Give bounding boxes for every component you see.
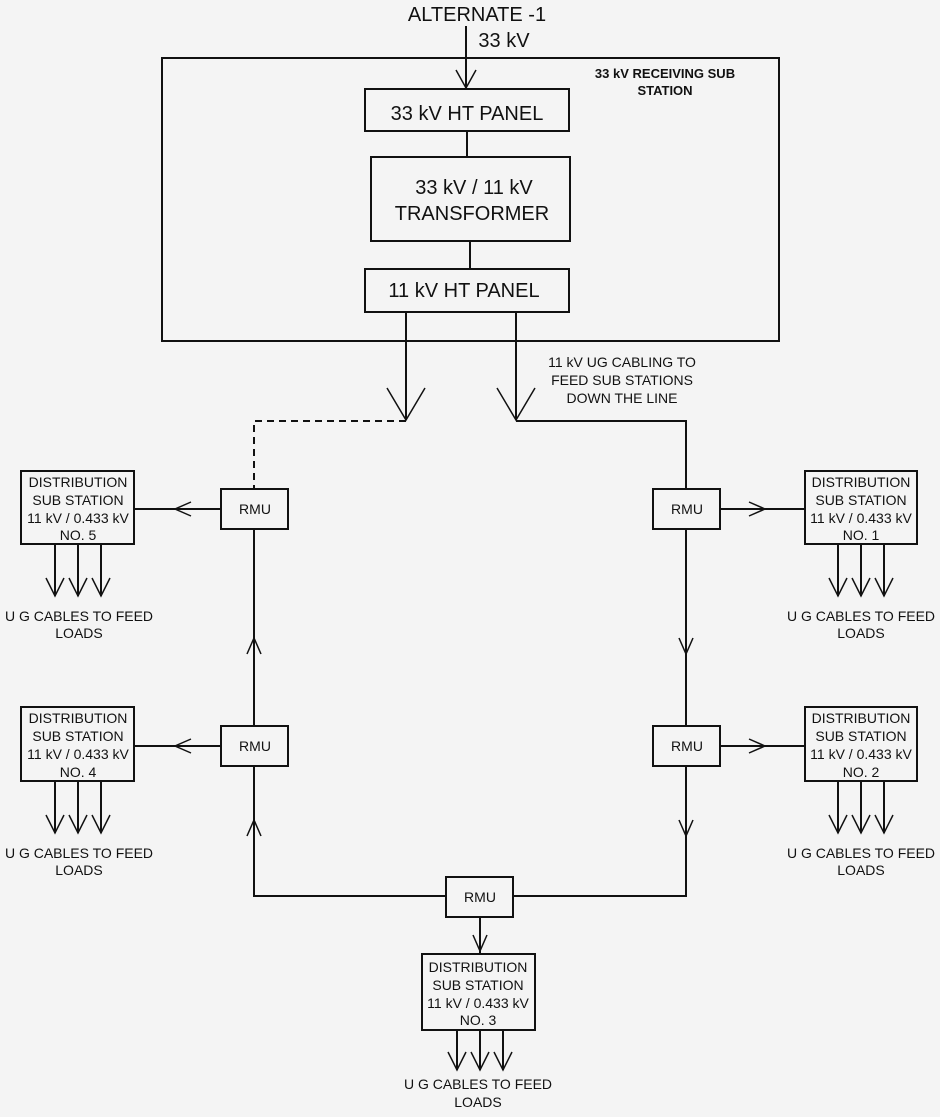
ring-right-top-line: [516, 420, 687, 489]
rmu3-dss3-arrow: [472, 934, 488, 953]
ring-right-arrow-1: [678, 637, 694, 656]
source-voltage: 33 kV: [478, 30, 530, 52]
dss-5-feed-line2: LOADS: [55, 625, 102, 641]
dss-2-box: [804, 706, 918, 782]
rmu5-dss5-arrow: [173, 501, 192, 517]
transformer-label-line2: TRANSFORMER: [395, 203, 549, 225]
dss-3-line1: DISTRIBUTION: [429, 959, 528, 975]
dss-3-number: NO. 3: [460, 1012, 497, 1028]
dss-1: DISTRIBUTION SUB STATION 11 kV / 0.433 k…: [787, 470, 935, 641]
dss-5-line2: SUB STATION: [32, 492, 123, 508]
rmu2-dss2-arrow: [748, 738, 767, 754]
rmu-5-label: RMU: [239, 501, 271, 517]
dss-4-feed-line2: LOADS: [55, 862, 102, 878]
source-label: ALTERNATE -1: [408, 4, 546, 26]
rmu-2: [652, 725, 721, 767]
rmu-3: [445, 876, 514, 918]
dss-5: DISTRIBUTION SUB STATION 11 kV / 0.433 k…: [5, 470, 153, 641]
dss-5-line1: DISTRIBUTION: [29, 474, 128, 490]
station-title-line2: STATION: [637, 83, 692, 98]
rmu-2-label: RMU: [671, 738, 703, 754]
rmu-3-label: RMU: [464, 889, 496, 905]
rmu-4-label: RMU: [239, 738, 271, 754]
dss-4-box: [20, 706, 135, 782]
dss-4: DISTRIBUTION SUB STATION 11 kV / 0.433 k…: [5, 706, 153, 878]
dss-3-line3: 11 kV / 0.433 kV: [427, 995, 529, 1011]
dss-4-number: NO. 4: [60, 764, 97, 780]
dss-4-line1: DISTRIBUTION: [29, 710, 128, 726]
dss-1-feed-line2: LOADS: [837, 625, 884, 641]
ring-right-arrow-2: [678, 819, 694, 838]
dss-4-line2: SUB STATION: [32, 728, 123, 744]
cabling-note-line1: 11 kV UG CABLING TO: [548, 354, 696, 370]
dss-2: DISTRIBUTION SUB STATION 11 kV / 0.433 k…: [787, 706, 935, 878]
dss-2-line1: DISTRIBUTION: [812, 710, 911, 726]
dss-5-number: NO. 5: [60, 527, 97, 543]
dss-1-line1: DISTRIBUTION: [812, 474, 911, 490]
cabling-note-line3: DOWN THE LINE: [567, 390, 678, 406]
station-title-line1: 33 kV RECEIVING SUB: [595, 66, 735, 81]
ht-panel-33kv: [364, 88, 570, 132]
dss-5-feed-line1: U G CABLES TO FEED: [5, 608, 153, 624]
transformer-label-line1: 33 kV / 11 kV: [415, 177, 533, 199]
dss-2-feed-line2: LOADS: [837, 862, 884, 878]
dss-3-feed-line2: LOADS: [454, 1094, 501, 1110]
dss-3-line2: SUB STATION: [432, 977, 523, 993]
rmu-1-label: RMU: [671, 501, 703, 517]
transformer-box: [370, 156, 571, 242]
dss-2-feed-line1: U G CABLES TO FEED: [787, 845, 935, 861]
ring-open-point-dashed: [253, 420, 406, 489]
dss-1-line2: SUB STATION: [815, 492, 906, 508]
dss-4-feed-line1: U G CABLES TO FEED: [5, 845, 153, 861]
ring-left-arrow-2: [246, 818, 262, 837]
cabling-note-line2: FEED SUB STATIONS: [551, 372, 693, 388]
ht-panel-11kv: [364, 268, 570, 313]
dss-3: DISTRIBUTION SUB STATION 11 kV / 0.433 k…: [404, 953, 552, 1110]
dss-3-feed-line1: U G CABLES TO FEED: [404, 1076, 552, 1092]
dss-1-feed-line1: U G CABLES TO FEED: [787, 608, 935, 624]
dss-1-number: NO. 1: [843, 527, 880, 543]
ring-right-bottom-line: [513, 766, 687, 897]
ring-left-arrow-1: [246, 636, 262, 655]
dss-5-line3: 11 kV / 0.433 kV: [27, 510, 129, 526]
dss-3-box: [421, 953, 536, 1031]
rmu1-dss1-arrow: [748, 501, 767, 517]
rmu4-dss4-arrow: [173, 738, 192, 754]
ring-left-bottom-line: [253, 766, 446, 897]
dss-1-line3: 11 kV / 0.433 kV: [810, 510, 912, 526]
dss-2-line3: 11 kV / 0.433 kV: [810, 746, 912, 762]
dss-2-number: NO. 2: [843, 764, 880, 780]
receiving-station-boundary: [161, 57, 780, 342]
dss-4-line3: 11 kV / 0.433 kV: [27, 746, 129, 762]
ht-panel-11kv-label: 11 kV HT PANEL: [388, 280, 539, 302]
dss-2-line2: SUB STATION: [815, 728, 906, 744]
ht-panel-33kv-label: 33 kV HT PANEL: [391, 103, 544, 125]
